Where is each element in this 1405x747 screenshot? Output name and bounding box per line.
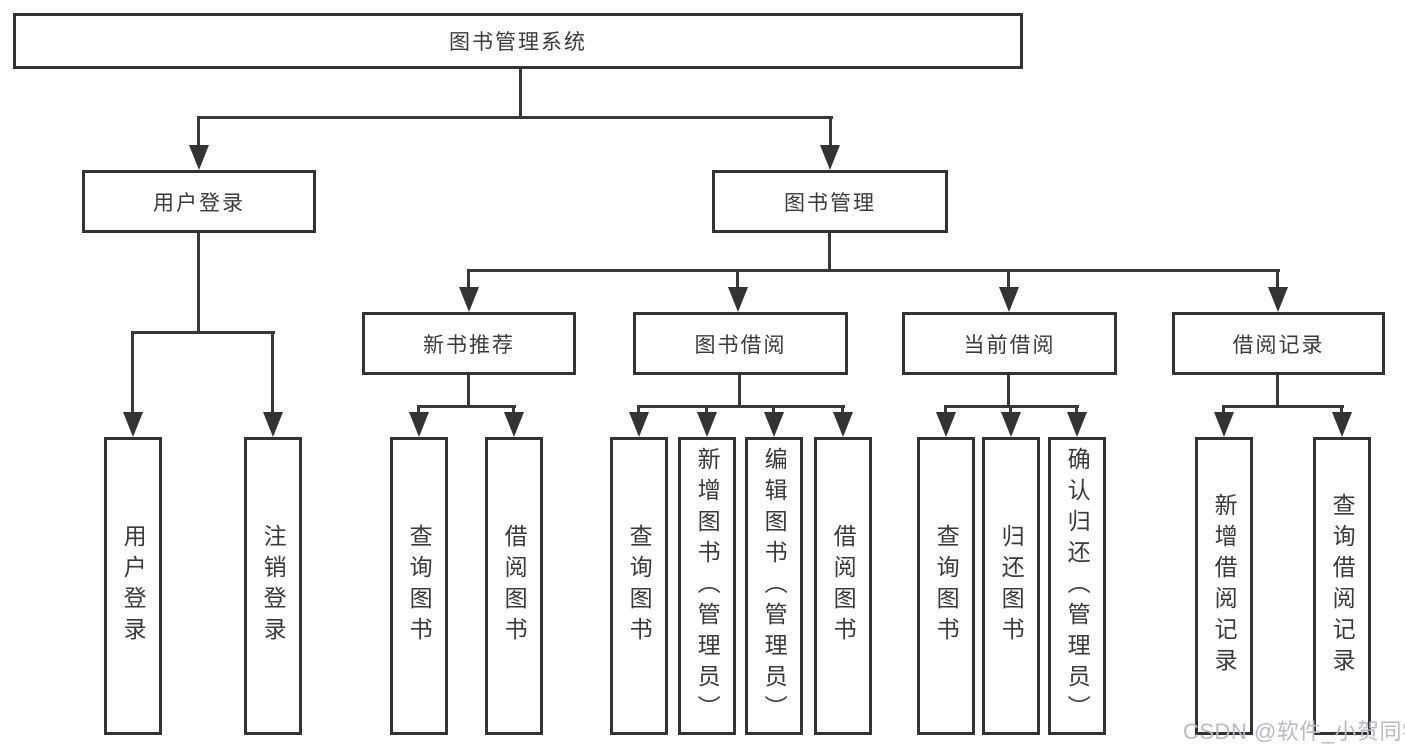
node-user-login: 用户登录 [82, 170, 316, 233]
connector-line [841, 408, 844, 413]
node-new-book-recommend: 新书推荐 [362, 312, 576, 375]
node-label: 图书管理 [784, 191, 876, 215]
leaf-label: 查询图书 [933, 524, 960, 648]
leaf-confirm-return-admin: 确认归还（管理员） [1048, 437, 1106, 735]
connector-line [467, 269, 1280, 272]
node-label: 新书推荐 [423, 333, 515, 357]
arrow-down-icon [728, 287, 748, 312]
connector-line [736, 272, 739, 287]
leaf-borrow-books-recommend: 借阅图书 [485, 437, 543, 735]
leaf-label: 借阅图书 [501, 524, 528, 648]
arrow-down-icon [820, 145, 840, 170]
leaf-return-books: 归还图书 [982, 437, 1040, 735]
connector-line [829, 119, 832, 145]
node-book-borrowing: 图书借阅 [633, 312, 848, 375]
connector-line [519, 68, 522, 118]
connector-line [1222, 408, 1225, 413]
connector-line [772, 408, 775, 413]
leaf-edit-books-admin: 编辑图书（管理员） [745, 437, 803, 735]
connector-line [512, 408, 515, 413]
arrow-down-icon [697, 412, 717, 437]
node-borrow-records: 借阅记录 [1172, 312, 1385, 375]
connector-line [1007, 272, 1010, 287]
connector-line [1276, 375, 1279, 408]
connector-line [828, 232, 831, 272]
node-label: 图书管理系统 [449, 31, 587, 54]
arrow-down-icon [1214, 412, 1234, 437]
arrow-down-icon [999, 287, 1019, 312]
arrow-down-icon [1067, 412, 1087, 437]
leaf-query-books-borrow: 查询图书 [610, 437, 668, 735]
node-label: 图书借阅 [694, 333, 787, 357]
connector-line [197, 116, 833, 119]
connector-line [417, 408, 420, 413]
leaf-label: 注销登录 [260, 524, 287, 648]
connector-line [131, 334, 134, 412]
csdn-watermark: CSDN @软件_小贺同学 [1183, 719, 1405, 744]
connector-line [131, 331, 275, 334]
arrow-down-icon [1268, 287, 1288, 312]
connector-line [197, 232, 200, 334]
connector-line [417, 405, 516, 408]
arrow-down-icon [629, 412, 649, 437]
leaf-query-books-current: 查询图书 [917, 437, 975, 735]
arrow-down-icon [263, 412, 283, 437]
connector-line [944, 405, 1079, 408]
leaf-label: 借阅图书 [830, 524, 857, 648]
leaf-label: 查询图书 [626, 524, 653, 648]
connector-line [1222, 405, 1344, 408]
node-label: 借阅记录 [1232, 333, 1325, 357]
node-label: 用户登录 [153, 191, 245, 215]
arrow-down-icon [123, 412, 143, 437]
leaf-add-borrow-record: 新增借阅记录 [1195, 437, 1253, 735]
connector-line [637, 408, 640, 413]
node-book-management: 图书管理 [712, 170, 948, 233]
node-label: 当前借阅 [963, 333, 1056, 357]
arrow-down-icon [504, 412, 524, 437]
leaf-label: 新增图书（管理员） [694, 446, 721, 726]
leaf-label: 归还图书 [998, 524, 1025, 648]
connector-line [1009, 408, 1012, 413]
arrow-down-icon [1332, 412, 1352, 437]
connector-line [637, 405, 845, 408]
arrow-down-icon [833, 412, 853, 437]
connector-line [197, 119, 200, 145]
leaf-logout: 注销登录 [244, 437, 302, 735]
arrow-down-icon [189, 145, 209, 170]
leaf-label: 编辑图书（管理员） [761, 446, 788, 726]
leaf-label: 确认归还（管理员） [1064, 446, 1091, 726]
connector-line [944, 408, 947, 413]
leaf-user-login: 用户登录 [104, 437, 162, 735]
arrow-down-icon [459, 287, 479, 312]
connector-line [738, 375, 741, 408]
node-library-management-system: 图书管理系统 [13, 13, 1023, 69]
connector-line [705, 408, 708, 413]
leaf-label: 查询图书 [406, 524, 433, 648]
leaf-query-books-recommend: 查询图书 [390, 437, 448, 735]
leaf-label: 查询借阅记录 [1329, 493, 1356, 679]
arrow-down-icon [409, 412, 429, 437]
node-current-borrowing: 当前借阅 [902, 312, 1117, 375]
connector-line [467, 272, 470, 287]
connector-line [1276, 272, 1279, 287]
leaf-label: 用户登录 [120, 524, 147, 648]
connector-line [1075, 408, 1078, 413]
leaf-borrow-books: 借阅图书 [814, 437, 872, 735]
arrow-down-icon [764, 412, 784, 437]
connector-line [271, 334, 274, 412]
arrow-down-icon [1001, 412, 1021, 437]
leaf-label: 新增借阅记录 [1211, 493, 1238, 679]
leaf-query-borrow-record: 查询借阅记录 [1313, 437, 1371, 735]
connector-line [1340, 408, 1343, 413]
connector-line [1007, 375, 1010, 408]
connector-line [467, 375, 470, 408]
leaf-add-books-admin: 新增图书（管理员） [678, 437, 736, 735]
arrow-down-icon [936, 412, 956, 437]
